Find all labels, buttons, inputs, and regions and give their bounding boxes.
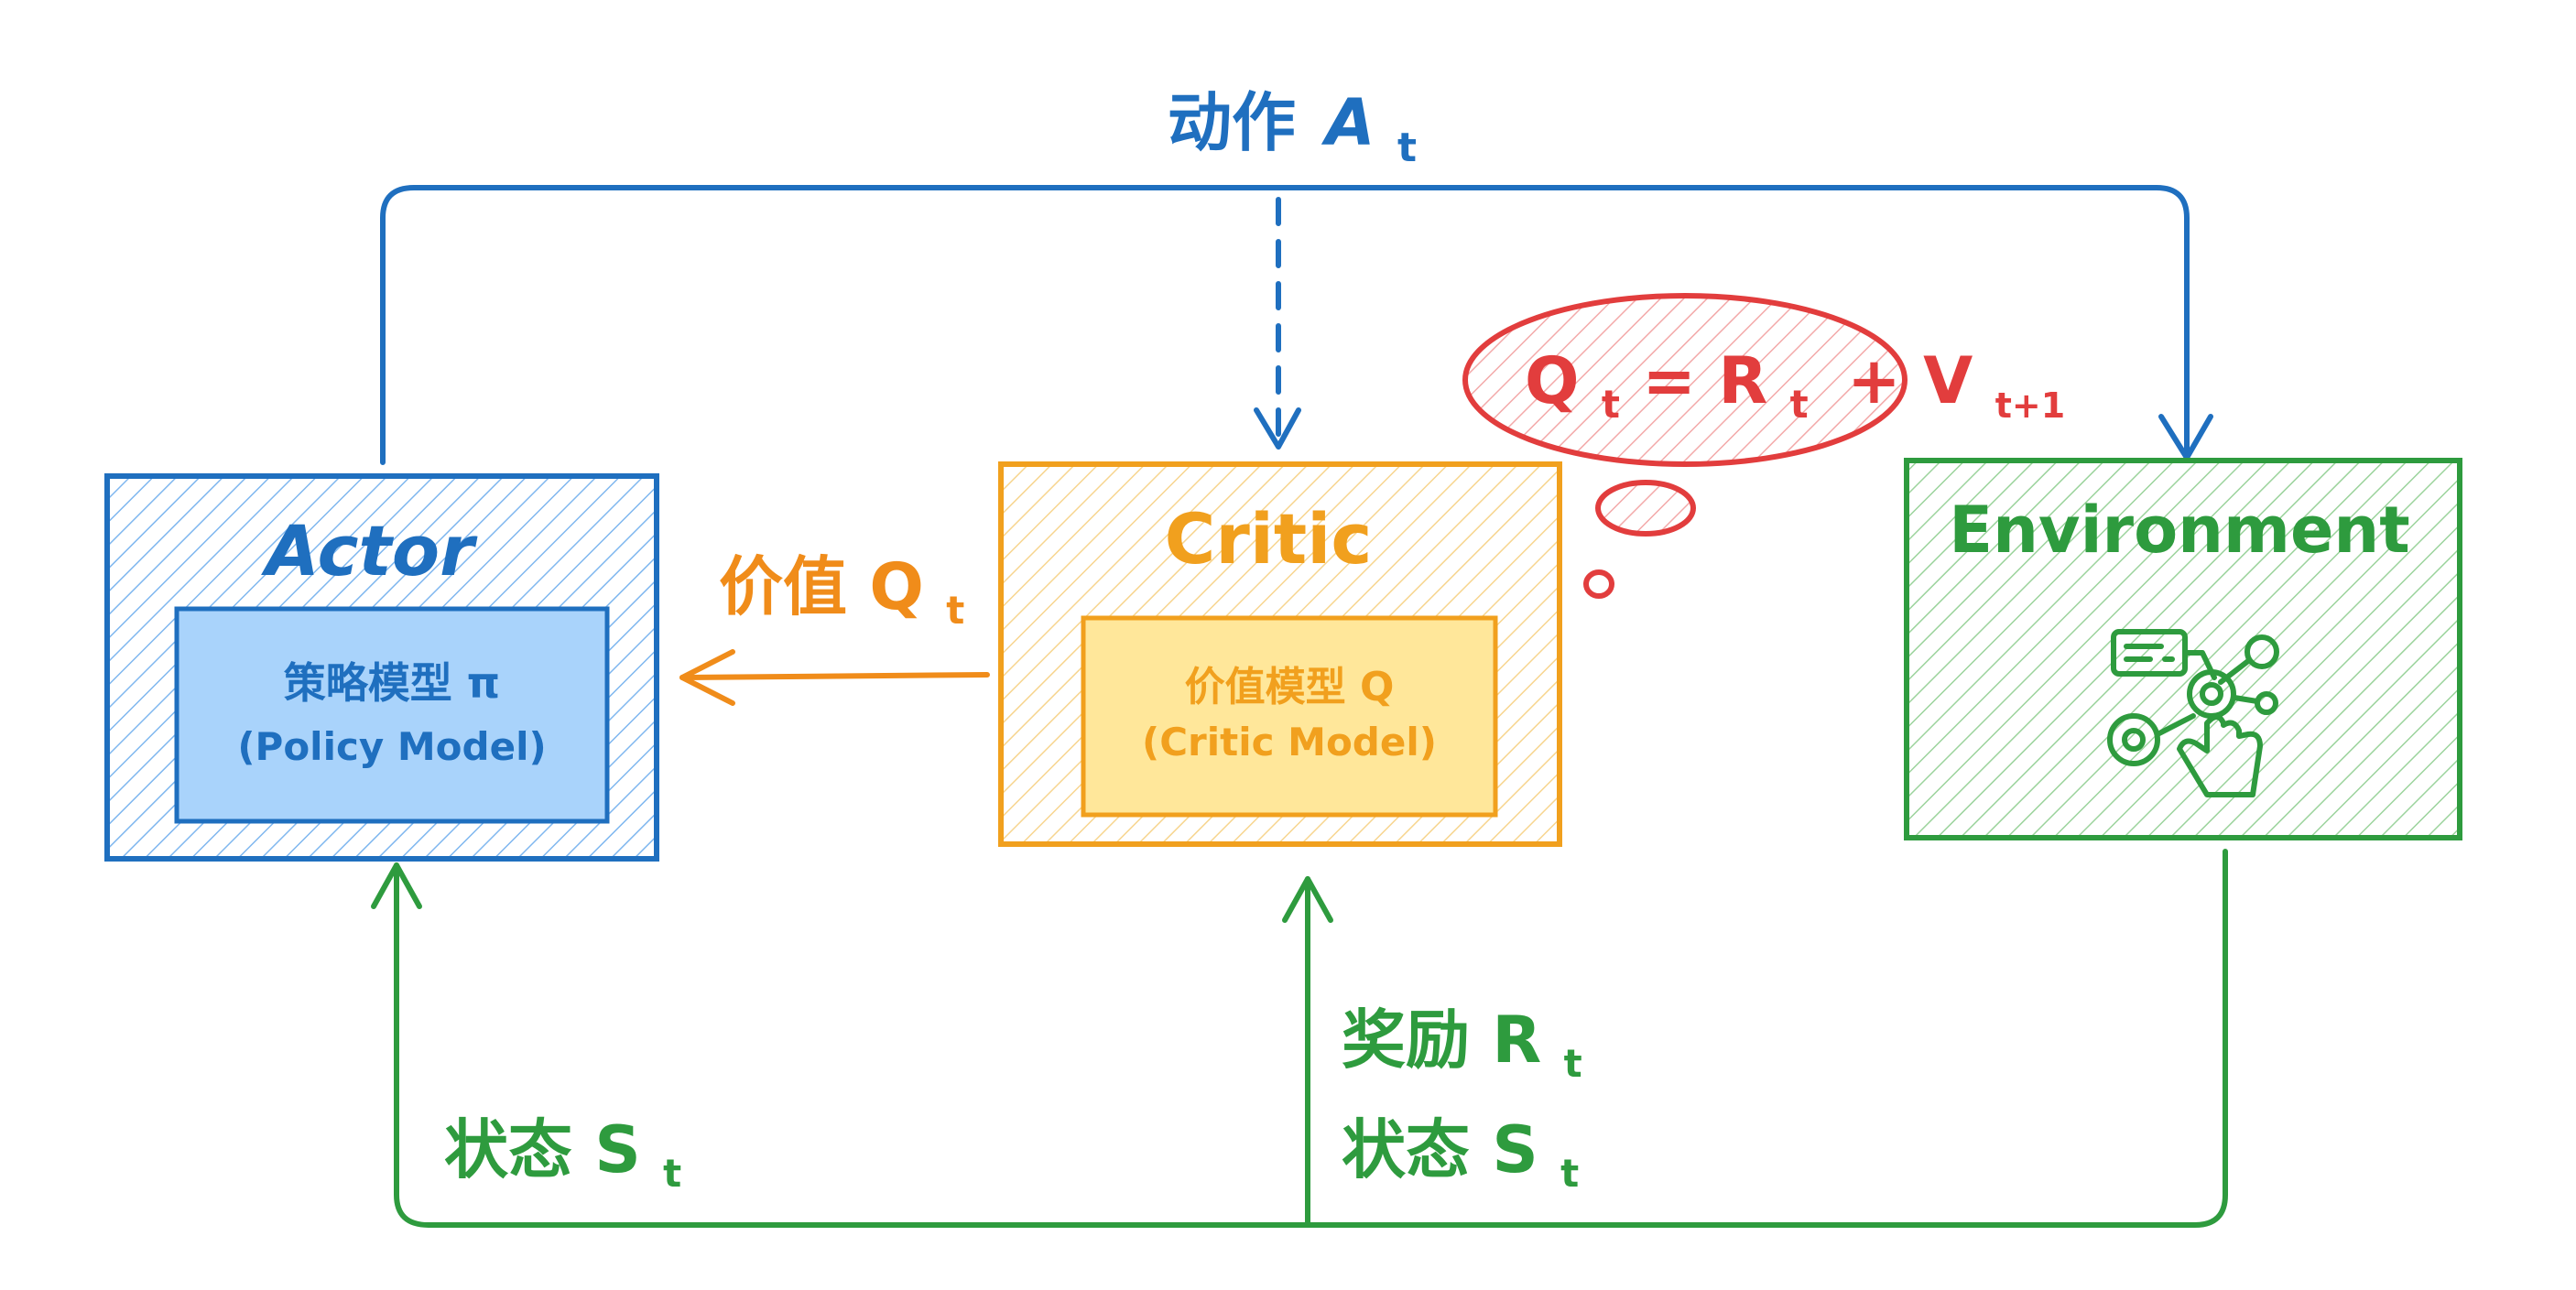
value-arrow-line bbox=[679, 672, 990, 680]
value-label: 价值 Q t bbox=[719, 549, 964, 633]
actor-inner-line1: 策略模型 π bbox=[284, 658, 500, 708]
value-label-prefix: 价值 bbox=[719, 549, 847, 624]
value-label-sub: t bbox=[946, 588, 964, 633]
actor-box: Actor 策略模型 π (Policy Model) bbox=[104, 473, 659, 862]
state-loop bbox=[371, 849, 2228, 1228]
formula-equals: = bbox=[1642, 343, 1696, 418]
touch-interaction-icon bbox=[2107, 629, 2279, 797]
state-label-prefix: 状态 bbox=[444, 1112, 572, 1187]
actor-title: Actor bbox=[261, 510, 478, 591]
formula-plus: + bbox=[1847, 343, 1901, 418]
action-loop bbox=[380, 185, 2213, 465]
critic-inner-line2: (Critic Model) bbox=[1142, 720, 1437, 764]
state-loop-line bbox=[394, 849, 2228, 1228]
formula-q-sub: t bbox=[1602, 382, 1620, 427]
action-dashed-arrowhead bbox=[1254, 407, 1301, 450]
action-label-sub: t bbox=[1397, 125, 1417, 171]
reward-state-label-symbol: S bbox=[1492, 1112, 1538, 1187]
reward-state-label: 状态 S t bbox=[1342, 1112, 1579, 1196]
formula-v: V bbox=[1923, 343, 1973, 418]
state-arrowhead-actor bbox=[371, 862, 422, 909]
thought-bubble-dot-small bbox=[1583, 569, 1614, 599]
action-label-prefix: 动作 bbox=[1168, 85, 1296, 160]
critic-inner-box bbox=[1081, 615, 1498, 818]
formula-r-sub: t bbox=[1790, 382, 1809, 427]
action-label: 动作 A t bbox=[1168, 85, 1417, 171]
action-loop-line bbox=[380, 185, 2190, 465]
value-arrowhead bbox=[679, 649, 735, 706]
thought-bubble-dot-large bbox=[1595, 480, 1696, 537]
actor-inner-line2: (Policy Model) bbox=[237, 724, 546, 769]
reward-label-prefix: 奖励 bbox=[1342, 1003, 1470, 1078]
state-label: 状态 S t bbox=[444, 1112, 681, 1196]
reward-label-sub: t bbox=[1564, 1041, 1582, 1086]
state-label-symbol: S bbox=[594, 1112, 640, 1187]
thought-bubble-main bbox=[1462, 293, 1908, 467]
formula-r: R bbox=[1718, 343, 1767, 418]
value-label-symbol: Q bbox=[869, 549, 924, 624]
reward-state-label-prefix: 状态 bbox=[1342, 1112, 1470, 1187]
actor-inner-box bbox=[174, 606, 610, 824]
reward-label: 奖励 R t bbox=[1342, 1003, 1582, 1086]
formula-v-sub: t+1 bbox=[1995, 385, 2065, 426]
value-arrow bbox=[679, 649, 990, 706]
state-label-sub: t bbox=[663, 1151, 681, 1196]
reward-state-label-sub: t bbox=[1560, 1151, 1579, 1196]
reward-label-symbol: R bbox=[1492, 1003, 1541, 1078]
environment-box: Environment bbox=[1904, 458, 2462, 840]
thought-bubble: Q t = R t + V t+1 bbox=[1462, 293, 2065, 599]
thought-formula: Q t = R t + V t+1 bbox=[1525, 343, 2065, 433]
critic-title: Critic bbox=[1165, 498, 1373, 580]
environment-title: Environment bbox=[1949, 493, 2409, 568]
reward-arrowhead-critic bbox=[1282, 876, 1333, 923]
critic-box: Critic 价值模型 Q (Critic Model) bbox=[998, 461, 1562, 847]
formula-q: Q bbox=[1525, 343, 1580, 418]
action-label-symbol: A bbox=[1321, 85, 1375, 160]
critic-inner-line1: 价值模型 Q bbox=[1185, 664, 1395, 710]
